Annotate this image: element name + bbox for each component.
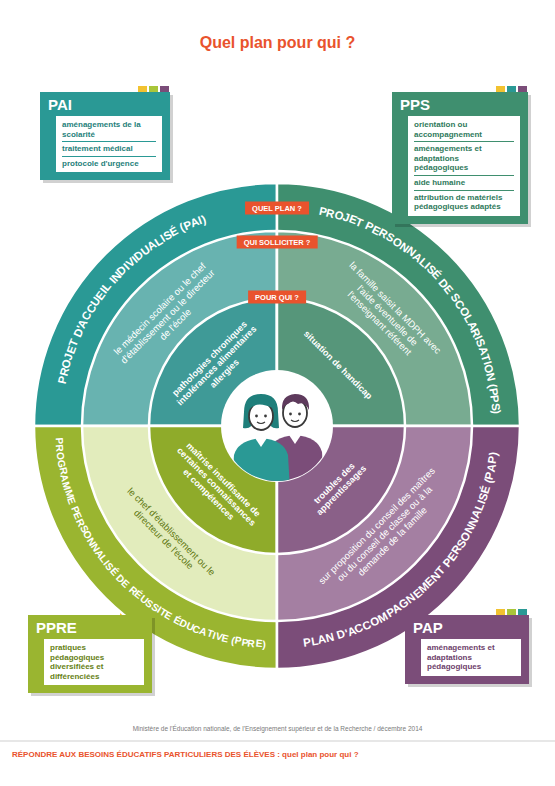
card-item: aide humaine (414, 176, 514, 191)
eye (255, 415, 258, 418)
plan-name-letter: E (255, 639, 263, 650)
card-item: pratiques pédagogiques diversifiées et d… (50, 641, 138, 683)
caption: RÉPONDRE AUX BESOINS ÉDUCATIFS PARTICULI… (12, 750, 542, 759)
eye (298, 413, 301, 416)
boy-hair (282, 394, 309, 410)
card-panel: pratiques pédagogiques diversifiées et d… (44, 639, 144, 685)
collar (255, 438, 267, 447)
mouth (291, 420, 299, 422)
card-panel: aménagements de la scolaritétraitement m… (56, 116, 162, 172)
girl-body (232, 438, 290, 490)
plan-card: PPS orientation ou accompagnementaménagem… (392, 92, 528, 224)
sector-fill (277, 426, 405, 554)
boy-face (283, 399, 307, 427)
sector-fill (149, 298, 277, 426)
sector-fill (82, 231, 277, 426)
tag-text: QUI SOLLICITER ? (244, 238, 311, 247)
sector-fill (277, 426, 472, 621)
contact-sector: sur proposition du conseil des maîtres o… (277, 426, 472, 621)
card-item: aménagements et adaptations pédagogiques (427, 641, 515, 674)
card-item: protocole d'urgence (62, 157, 156, 171)
credit-note: Ministère de l'Éducation nationale, de l… (0, 725, 555, 732)
tag-text: POUR QUI ? (255, 293, 299, 302)
question-tag: QUEL PLAN ? (245, 202, 309, 215)
sector-fill (277, 298, 405, 426)
plan-card: PAP aménagements et adaptations pédagogiq… (405, 615, 529, 684)
question-tag: QUI SOLLICITER ? (237, 236, 318, 249)
plan-name-letter: ) (262, 639, 266, 649)
plan-name-letter: P (487, 455, 500, 464)
girl-face (249, 402, 273, 430)
eye (264, 415, 267, 418)
girl-fringe (249, 398, 273, 410)
text-holder: Ministère de l'Éducation nationale, de l… (0, 725, 555, 732)
collar (289, 435, 301, 444)
plan-sector: PROJET D'ACCUEIL INDIVIDUALISÉ (PAI)le m… (34, 183, 277, 426)
sector-fill (277, 183, 520, 426)
sector-fill (277, 231, 472, 426)
contact-sector: le chef d'établissement ou le directeur … (82, 426, 277, 621)
card-item: aménagements et adaptations pédagogiques (414, 142, 514, 176)
card-item: traitement médical (62, 142, 156, 157)
page-title: Quel plan pour qui ? (0, 34, 555, 52)
sector-fill (34, 426, 277, 669)
card-item: aménagements de la scolarité (62, 118, 156, 142)
card-heading: PPRE (36, 619, 144, 636)
card-panel: aménagements et adaptations pédagogiques (421, 639, 521, 676)
card-heading: PAI (48, 96, 162, 113)
sector-fill (82, 426, 277, 621)
plan-name-letter: S (489, 402, 501, 411)
card-heading: PAP (413, 619, 521, 636)
contact-sector: le médecin scolaire ou le chef d'établis… (82, 231, 277, 426)
card-panel: orientation ou accompagnementaménagement… (408, 116, 520, 216)
sector-fill (149, 426, 277, 554)
tag-text: QUEL PLAN ? (252, 204, 302, 213)
plan-name-letter: P (53, 437, 64, 444)
boy-body (266, 435, 324, 490)
center-disc (221, 370, 333, 482)
text-holder: RÉPONDRE AUX BESOINS ÉDUCATIFS PARTICULI… (12, 750, 542, 759)
girl-hair (243, 394, 279, 428)
card-item: orientation ou accompagnement (414, 118, 514, 142)
eye (289, 413, 292, 416)
card-item: attribution de matériels pédagogiques ad… (414, 191, 514, 214)
plan-card: PPRE pratiques pédagogiques diversifiées … (28, 615, 152, 693)
contact-sector: la famille saisit la MDPH avec l'aide év… (277, 231, 472, 426)
question-tag: POUR QUI ? (248, 291, 306, 304)
text-holder: Quel plan pour qui ? (0, 34, 555, 52)
card-heading: PPS (400, 96, 520, 113)
footer-rule (0, 741, 555, 742)
sector-fill (34, 183, 277, 426)
plan-card: PAI aménagements de la scolaritétraitemen… (40, 92, 170, 180)
mouth (257, 422, 265, 424)
